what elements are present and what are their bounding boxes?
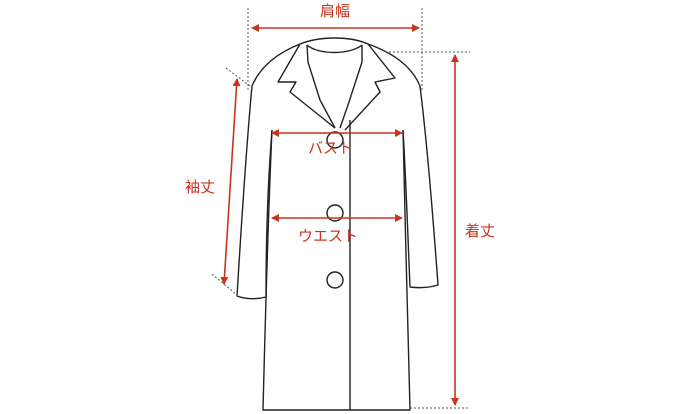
- shoulder-width-label: 肩幅: [320, 2, 351, 20]
- coat-outline: [236, 37, 439, 411]
- total-length-label: 着丈: [465, 222, 496, 240]
- waist-label: ウエスト: [298, 227, 359, 245]
- sleeve-arrow: [220, 78, 241, 285]
- guide-lines: [211, 8, 470, 409]
- sleeve-length-label: 袖丈: [185, 178, 216, 196]
- bust-label: バスト: [308, 139, 354, 157]
- button-icon: [326, 271, 344, 289]
- measure-arrows: [220, 24, 459, 406]
